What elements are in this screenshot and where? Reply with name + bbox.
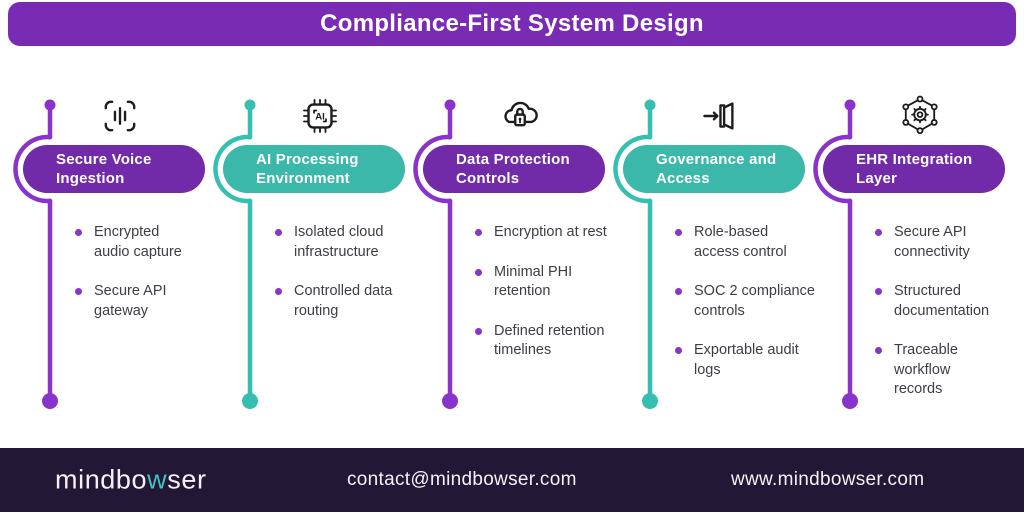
bullet-item: Traceable workflow records — [873, 341, 1024, 400]
page-title: Compliance-First System Design — [320, 10, 704, 37]
svg-text:AI: AI — [315, 111, 325, 122]
timeline-connector — [13, 99, 58, 409]
timeline-connector — [413, 99, 458, 409]
footer: mindbowser contact@mindbowser.com www.mi… — [0, 448, 1024, 512]
bullet-item: Isolated cloud infrastructure — [273, 223, 425, 262]
column-ehr-integration-layer: EHR Integration Layer Secure API connect… — [810, 90, 1010, 430]
bullet-list: Encryption at rest Minimal PHI retention… — [473, 223, 625, 381]
column-secure-voice-ingestion: Secure Voice Ingestion Encrypted audio c… — [10, 90, 210, 430]
bullet-item: SOC 2 compliance controls — [673, 282, 825, 321]
contact-email: contact@mindbowser.com — [347, 469, 577, 490]
bullet-item: Controlled data routing — [273, 282, 425, 321]
bullet-list: Secure API connectivity Structured docum… — [873, 223, 1024, 420]
bullet-item: Defined retention timelines — [473, 322, 625, 361]
header-banner: Compliance-First System Design — [8, 2, 1016, 46]
timeline-connector — [813, 99, 858, 409]
ai-chip-icon: AI — [298, 94, 342, 138]
column-data-protection-controls: Data Protection Controls Encryption at r… — [410, 90, 610, 430]
gear-network-icon — [898, 94, 942, 138]
logo-text-suffix: ser — [167, 464, 207, 495]
bullet-list: Isolated cloud infrastructure Controlled… — [273, 223, 425, 341]
voice-scan-icon — [98, 94, 142, 138]
bullet-item: Encrypted audio capture — [73, 223, 225, 262]
stage-title: Secure Voice Ingestion — [56, 151, 152, 187]
stage-title: EHR Integration Layer — [856, 151, 973, 187]
stage-pill: Governance and Access — [623, 145, 805, 193]
stage-pill: AI Processing Environment — [223, 145, 405, 193]
stage-title: Governance and Access — [656, 151, 777, 187]
logo-text-w: w — [147, 464, 168, 495]
bullet-item: Secure API connectivity — [873, 223, 1024, 262]
bullet-item: Role-based access control — [673, 223, 825, 262]
website-url: www.mindbowser.com — [731, 469, 925, 490]
logo-text-prefix: mindbo — [55, 464, 148, 495]
bullet-item: Minimal PHI retention — [473, 263, 625, 302]
stage-pill: Secure Voice Ingestion — [23, 145, 205, 193]
bullet-item: Exportable audit logs — [673, 341, 825, 380]
timeline-connector — [213, 99, 258, 409]
bullet-list: Role-based access control SOC 2 complian… — [673, 223, 825, 400]
timeline-connector — [613, 99, 658, 409]
stage-pill: Data Protection Controls — [423, 145, 605, 193]
stage-title: AI Processing Environment — [256, 151, 359, 187]
column-ai-processing-environment: AI AI Processing Environment Isolated cl… — [210, 90, 410, 430]
stage-pill: EHR Integration Layer — [823, 145, 1005, 193]
column-governance-and-access: Governance and Access Role-based access … — [610, 90, 815, 430]
bullet-item: Structured documentation — [873, 282, 1024, 321]
bullet-list: Encrypted audio capture Secure API gatew… — [73, 223, 225, 341]
door-enter-icon — [698, 94, 742, 138]
bullet-item: Secure API gateway — [73, 282, 225, 321]
bullet-item: Encryption at rest — [473, 223, 625, 243]
mindbowser-logo: mindbowser — [55, 465, 207, 496]
cloud-lock-icon — [498, 94, 542, 138]
stage-title: Data Protection Controls — [456, 151, 570, 187]
